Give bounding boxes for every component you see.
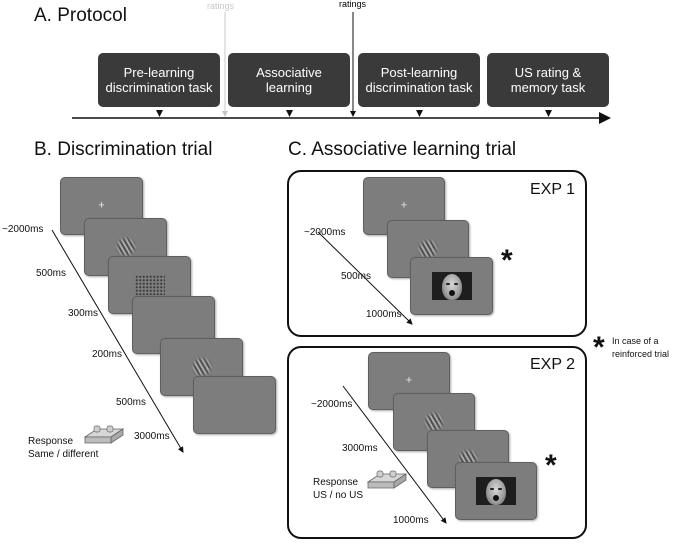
ratings-label: ratings (339, 0, 367, 9)
note-star: * (593, 331, 605, 364)
plus-icon: + (405, 374, 413, 387)
exp2-label: EXP 2 (530, 356, 576, 373)
plus-icon: + (400, 199, 408, 212)
exp2-time-arrow (342, 385, 447, 524)
panel-b-heading: B. Discrimination trial (34, 139, 213, 160)
fearful-face-icon (476, 477, 516, 505)
exp1-label: EXP 1 (530, 181, 576, 198)
exp2-frame (287, 346, 587, 539)
time-label: 200ms (92, 349, 123, 360)
dot-grid-icon (134, 275, 165, 295)
note-line-2: reinforced trial (612, 349, 670, 359)
exp1-frame (287, 170, 587, 337)
gabor-grating-icon (417, 238, 439, 260)
screen-blank-2 (193, 376, 276, 434)
gabor-grating-icon (423, 411, 445, 433)
time-label: 300ms (68, 308, 99, 319)
exp2-reinforced-star: * (545, 449, 557, 482)
note-line-1: In case of a (612, 336, 659, 346)
panel-a-heading: A. Protocol (34, 5, 127, 26)
plus-icon: + (98, 199, 105, 212)
time-label: 3000ms (342, 443, 378, 454)
exp2-screen-face (455, 462, 537, 520)
fearful-face-icon (431, 272, 472, 300)
time-label: 3000ms (134, 431, 170, 442)
time-label: 500ms (36, 268, 67, 279)
exp1-time-arrow (317, 231, 413, 325)
time-label: ~2000ms (311, 399, 353, 410)
time-label: 1000ms (366, 309, 402, 320)
timeline-axis (72, 12, 611, 124)
exp2-response-options: US / no US (313, 490, 364, 501)
time-label: ~2000ms (2, 224, 44, 235)
panel-c-heading: C. Associative learning trial (288, 139, 517, 160)
time-label: 500ms (116, 397, 147, 408)
phase-us-rating-memory: US rating & memory task (487, 53, 609, 107)
phase-pre-learning: Pre-learning discrimination task (98, 53, 220, 107)
phase-associative-learning: Associative learning (228, 53, 350, 107)
gabor-grating-icon (114, 236, 137, 258)
response-options: Same / different (28, 449, 99, 460)
exp2-response-label: Response (313, 477, 359, 488)
ratings-faded-label: ratings (207, 1, 235, 11)
time-label: 1000ms (393, 515, 429, 526)
exp1-screen-face (410, 257, 493, 315)
response-label: Response (28, 436, 74, 447)
exp1-reinforced-star: * (501, 244, 513, 277)
time-label: 500ms (341, 271, 372, 282)
panel-b-time-arrow (51, 229, 184, 453)
gabor-grating-icon (190, 356, 213, 378)
phase-post-learning: Post-learning discrimination task (358, 53, 480, 107)
time-label: ~2000ms (304, 227, 346, 238)
